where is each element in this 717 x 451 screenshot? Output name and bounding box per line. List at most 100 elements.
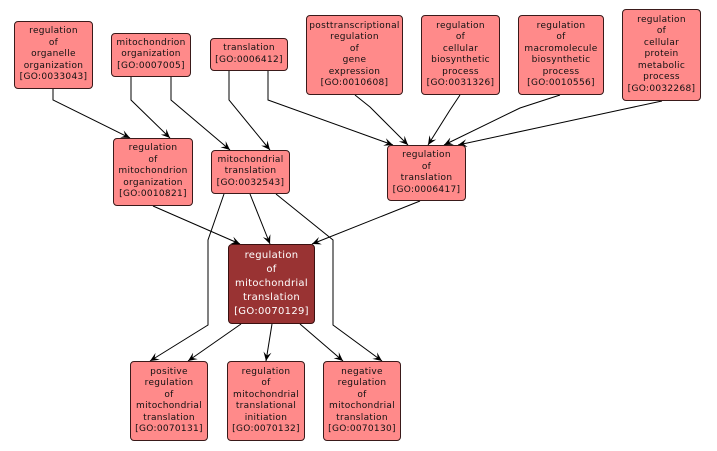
- edge-GO0006412-to-GO0032543: [228, 71, 271, 151]
- edge-GO0010556-to-GO0006417: [443, 94, 561, 146]
- node-GO0006417[interactable]: regulation of translation [GO:0006417]: [387, 145, 466, 201]
- arrowhead-icon: [312, 237, 322, 245]
- node-label-line: regulation: [29, 26, 78, 37]
- edge-GO0032268-to-GO0006417: [457, 100, 663, 147]
- arrowhead-icon: [160, 128, 170, 138]
- node-label-line: translation: [400, 173, 453, 183]
- node-go-id: [GO:0010821]: [119, 189, 187, 200]
- edge-GO0007005-to-GO0010821: [130, 77, 171, 139]
- edge-line: [249, 193, 271, 245]
- node-go-id: [GO:0010608]: [320, 78, 389, 88]
- edge-line: [443, 94, 561, 146]
- node-go-id: [GO:0007005]: [117, 60, 185, 71]
- node-GO0032268[interactable]: regulation of cellular protein metabolic…: [622, 9, 701, 101]
- node-label-line: mitochondrion: [118, 166, 188, 177]
- node-go-id: [GO:0032543]: [216, 177, 285, 188]
- node-label-line: positive: [150, 366, 188, 377]
- node-GO0033043[interactable]: regulation of organelle organization [GO…: [14, 21, 93, 89]
- node-label-line: of: [148, 154, 158, 165]
- node-label-line: of: [455, 32, 466, 42]
- edge-line: [265, 323, 273, 362]
- edge-line: [149, 193, 225, 362]
- edge-GO0006412-to-GO0006417: [267, 71, 394, 146]
- node-GO0010608[interactable]: posttranscriptional regulation of gene e…: [306, 15, 403, 95]
- node-label-line: gene: [342, 55, 367, 65]
- node-GO0070132[interactable]: regulation of mitochondrial translationa…: [227, 361, 305, 441]
- node-label-line: regulation: [436, 20, 485, 31]
- node-label-line: regulation: [244, 250, 299, 261]
- node-go-id: [GO:0070130]: [328, 424, 396, 434]
- node-go-id: [GO:0010556]: [527, 78, 595, 88]
- edge-line: [170, 77, 231, 151]
- node-GO0070131[interactable]: positive regulation of mitochondrial tra…: [130, 361, 208, 441]
- arrowhead-icon: [150, 352, 160, 361]
- node-label-line: mitochondrial: [235, 278, 308, 289]
- node-label-line: regulation: [337, 378, 387, 388]
- edge-GO0032543-to-GO0070131: [149, 193, 225, 362]
- node-GO0070129-focus[interactable]: regulation of mitochondrial translation …: [228, 244, 315, 324]
- edge-GO0070129-to-GO0070130: [299, 323, 344, 362]
- edge-GO0032543-to-GO0070130: [275, 193, 383, 362]
- edge-line: [267, 71, 394, 146]
- node-label-line: regulation: [637, 14, 686, 25]
- node-label-line: regulation: [144, 378, 194, 388]
- node-GO0032543[interactable]: mitochondrial translation [GO:0032543]: [211, 150, 290, 194]
- edge-GO0031326-to-GO0006417: [427, 94, 461, 146]
- arrowhead-icon: [261, 140, 270, 150]
- edge-line: [52, 89, 131, 139]
- edge-GO0010821-to-GO0070129: [152, 205, 241, 245]
- edge-line: [311, 200, 421, 245]
- node-label-line: translation: [143, 412, 195, 423]
- arrowhead-icon: [220, 141, 230, 150]
- node-label-line: mitochondrial: [233, 389, 299, 400]
- node-GO0010556[interactable]: regulation of macromolecule biosynthetic…: [518, 15, 604, 95]
- node-label-line: organelle: [31, 49, 76, 60]
- node-go-id: [GO:0006417]: [392, 184, 461, 195]
- edge-GO0006417-to-GO0070129: [311, 200, 421, 245]
- edge-line: [299, 323, 344, 362]
- arrowhead-icon: [333, 352, 343, 361]
- node-GO0010821[interactable]: regulation of mitochondrion organization…: [113, 138, 193, 206]
- edge-GO0070129-to-GO0070132: [263, 323, 273, 362]
- node-label-line: organization: [123, 177, 183, 188]
- arrowhead-icon: [188, 352, 198, 361]
- node-label-line: mitochondrial: [217, 154, 284, 165]
- node-go-id: [GO:0070132]: [232, 424, 300, 434]
- edge-line: [427, 94, 461, 146]
- node-label-line: negative: [341, 366, 383, 377]
- node-label-line: expression: [328, 66, 381, 77]
- node-label-line: of: [357, 389, 367, 400]
- node-label-line: organization: [23, 60, 84, 71]
- node-label-line: posttranscriptional: [309, 20, 400, 31]
- edge-GO0010608-to-GO0006417: [354, 94, 409, 146]
- node-label-line: regulation: [536, 20, 586, 31]
- node-label-line: regulation: [402, 150, 451, 160]
- arrowhead-icon: [263, 351, 272, 361]
- node-GO0006412[interactable]: translation [GO:0006412]: [210, 38, 288, 71]
- node-label-line: regulation: [128, 143, 178, 154]
- node-GO0031326[interactable]: regulation of cellular biosynthetic proc…: [421, 15, 500, 95]
- node-GO0007005[interactable]: mitochondrion organization [GO:0007005]: [111, 33, 191, 77]
- edge-line: [130, 77, 171, 139]
- node-label-line: process: [442, 66, 479, 77]
- arrowhead-icon: [398, 135, 408, 145]
- node-label-line: mitochondrial: [136, 401, 202, 411]
- edge-line: [354, 94, 409, 146]
- node-label-line: of: [164, 389, 174, 400]
- node-label-line: cellular: [442, 43, 479, 54]
- node-go-id: [GO:0006412]: [215, 54, 283, 65]
- node-label-line: mitochondrion: [116, 37, 186, 48]
- node-label-line: translation: [242, 292, 301, 303]
- node-go-id: [GO:0070129]: [234, 306, 309, 317]
- arrowhead-icon: [383, 138, 393, 146]
- node-label-line: of: [261, 378, 271, 388]
- arrowhead-icon: [262, 234, 271, 244]
- edge-line: [152, 205, 241, 245]
- node-GO0070130[interactable]: negative regulation of mitochondrial tra…: [323, 361, 401, 441]
- edge-line: [228, 71, 271, 151]
- edge-line: [187, 323, 242, 362]
- node-label-line: translation: [336, 412, 388, 423]
- node-label-line: macromolecule: [524, 43, 598, 54]
- node-label-line: translation: [224, 166, 277, 177]
